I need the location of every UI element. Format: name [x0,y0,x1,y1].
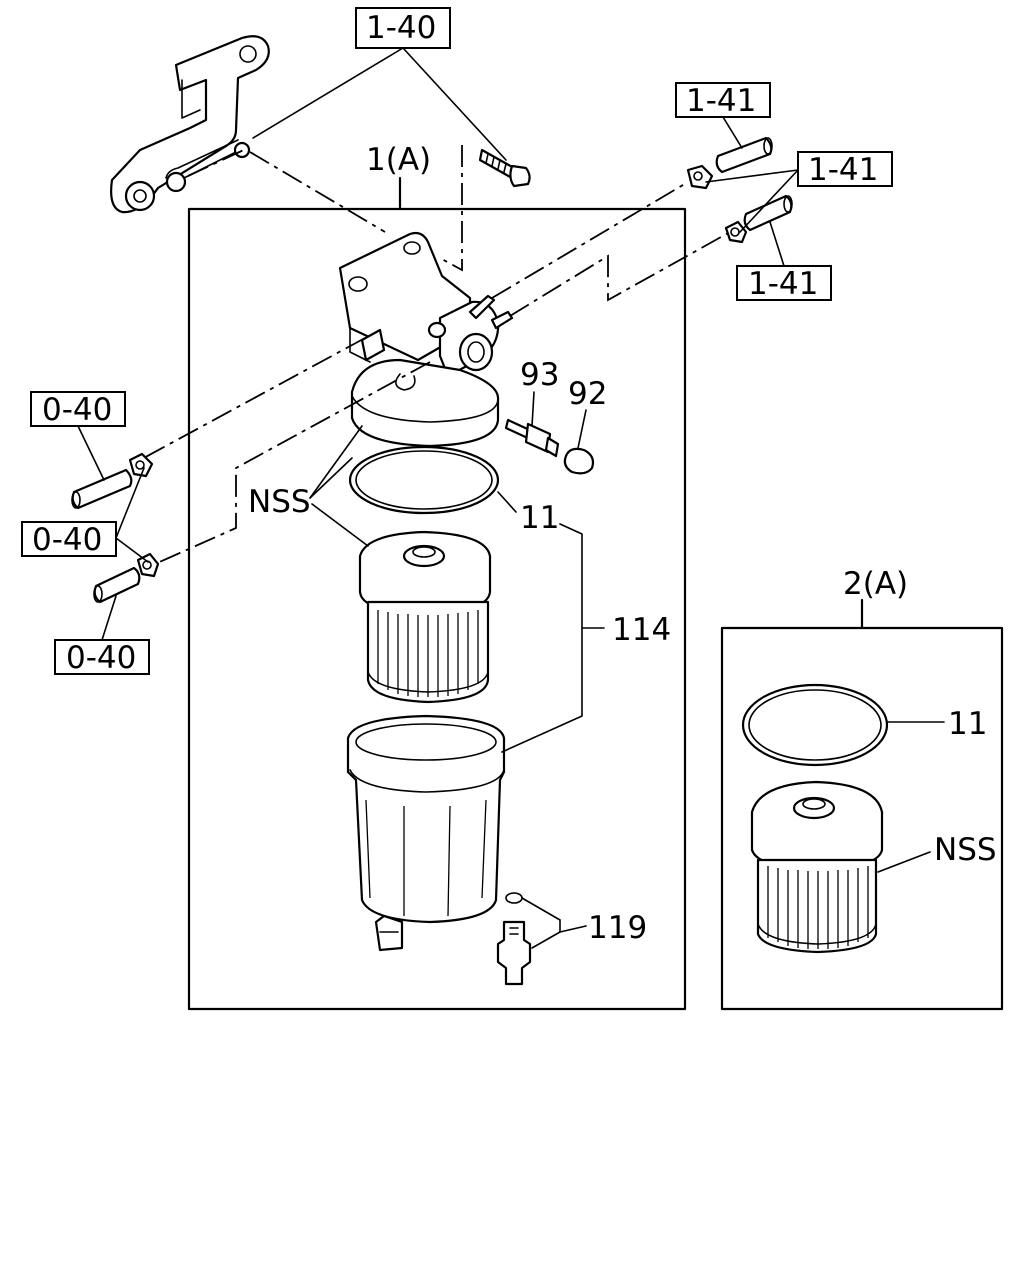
clip-lower-right[interactable] [724,220,748,244]
kit-filter-element[interactable]: NSS [750,780,997,954]
assembly-1a-group: 1(A) [187,142,687,1011]
part-119-label[interactable]: 119 [588,910,647,946]
ref-1-41-mid[interactable]: 1-41 [705,151,893,233]
nss-callout[interactable]: NSS [248,425,369,547]
filter-bowl[interactable] [346,714,506,952]
part-93-label[interactable]: 93 [520,357,559,393]
hose-lower-right[interactable] [743,194,793,232]
bowl-ribs [365,799,487,917]
ref-0-40-mid[interactable]: 0-40 [21,467,149,563]
ref-1-41-top[interactable]: 1-41 [675,82,771,149]
ref-0-40-top[interactable]: 0-40 [30,391,126,481]
ref-1-40[interactable]: 1-40 [252,7,507,161]
bolt-1-40[interactable] [478,148,531,188]
part-114-label[interactable]: 114 [612,612,671,648]
ref-0-40-top-label: 0-40 [42,392,112,428]
ref-1-40-label: 1-40 [366,10,436,46]
assembly-1a-frame [187,207,687,1011]
ref-1-41-bottom[interactable]: 1-41 [736,221,832,302]
callout-114[interactable]: 114 [501,523,671,753]
hose-upper-right[interactable] [715,136,773,174]
drain-plug-119[interactable]: 119 [496,892,647,986]
ref-1-41-bottom-label: 1-41 [748,266,818,302]
assembly-2a-label[interactable]: 2(A) [843,566,908,602]
mounting-bracket[interactable] [110,35,270,214]
kit-part-11-label[interactable]: 11 [948,706,987,742]
ref-0-40-bottom-label: 0-40 [66,640,136,676]
sensor-93[interactable]: 93 [504,357,559,458]
cap-92[interactable]: 92 [563,376,608,475]
kit-o-ring-11[interactable]: 11 [741,683,987,767]
clip-upper-right[interactable] [686,164,714,190]
hose-upper-left[interactable] [71,468,133,510]
clip-upper-left[interactable] [128,452,154,478]
part-11-label[interactable]: 11 [520,500,559,536]
part-92-label[interactable]: 92 [568,376,607,412]
filter-pleats [377,610,479,697]
filter-element[interactable] [358,530,492,704]
ref-0-40-mid-label: 0-40 [32,522,102,558]
o-ring-11[interactable]: 11 [348,445,559,536]
kit-nss-label[interactable]: NSS [934,832,997,868]
nss-label[interactable]: NSS [248,484,311,520]
assembly-1a-label[interactable]: 1(A) [366,142,431,178]
ref-1-41-top-label: 1-41 [686,83,756,119]
hose-lower-left[interactable] [93,566,141,604]
kit-filter-pleats [767,866,869,949]
filter-head[interactable] [338,231,514,448]
ref-0-40-bottom[interactable]: 0-40 [54,595,150,676]
ref-1-41-mid-label: 1-41 [808,152,878,188]
assembly-2a-group: 2(A) [720,566,1004,1011]
